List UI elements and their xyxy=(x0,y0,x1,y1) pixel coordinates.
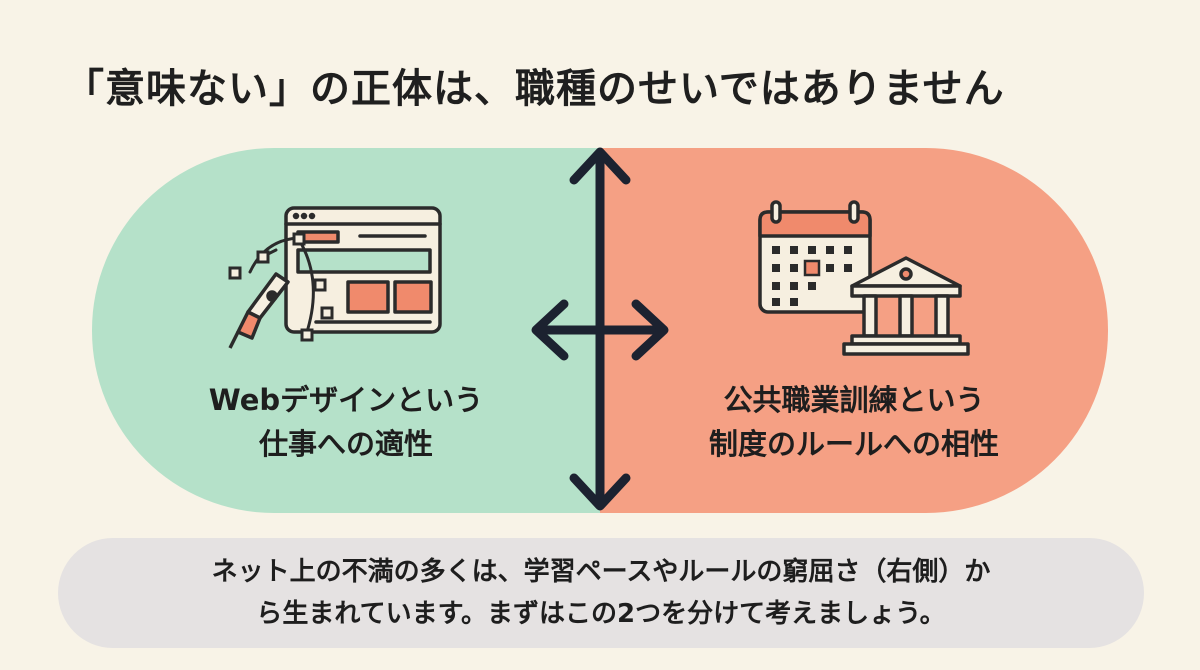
right-label-line2: 制度のルールへの相性 xyxy=(708,427,999,461)
left-panel-label: Webデザインという 仕事への適性 xyxy=(92,378,600,466)
left-label-line2: 仕事への適性 xyxy=(258,427,433,461)
right-panel-label: 公共職業訓練という 制度のルールへの相性 xyxy=(600,378,1108,466)
note-line1: ネット上の不満の多くは、学習ペースやルールの窮屈さ（右側）か xyxy=(211,557,991,587)
note-line2: ら生まれています。まずはこの2つを分けて考えましょう。 xyxy=(256,599,946,629)
calendar-institution-icon xyxy=(758,200,970,356)
summary-note: ネット上の不満の多くは、学習ペースやルールの窮屈さ（右側）か ら生まれています。… xyxy=(58,538,1144,648)
web-design-icon xyxy=(228,206,442,349)
four-way-arrow-icon xyxy=(531,147,669,511)
page-title: 「意味ない」の正体は、職種のせいではありません xyxy=(64,66,1005,112)
right-label-line1: 公共職業訓練という xyxy=(723,383,985,417)
left-label-line1: Webデザインという xyxy=(208,383,484,417)
